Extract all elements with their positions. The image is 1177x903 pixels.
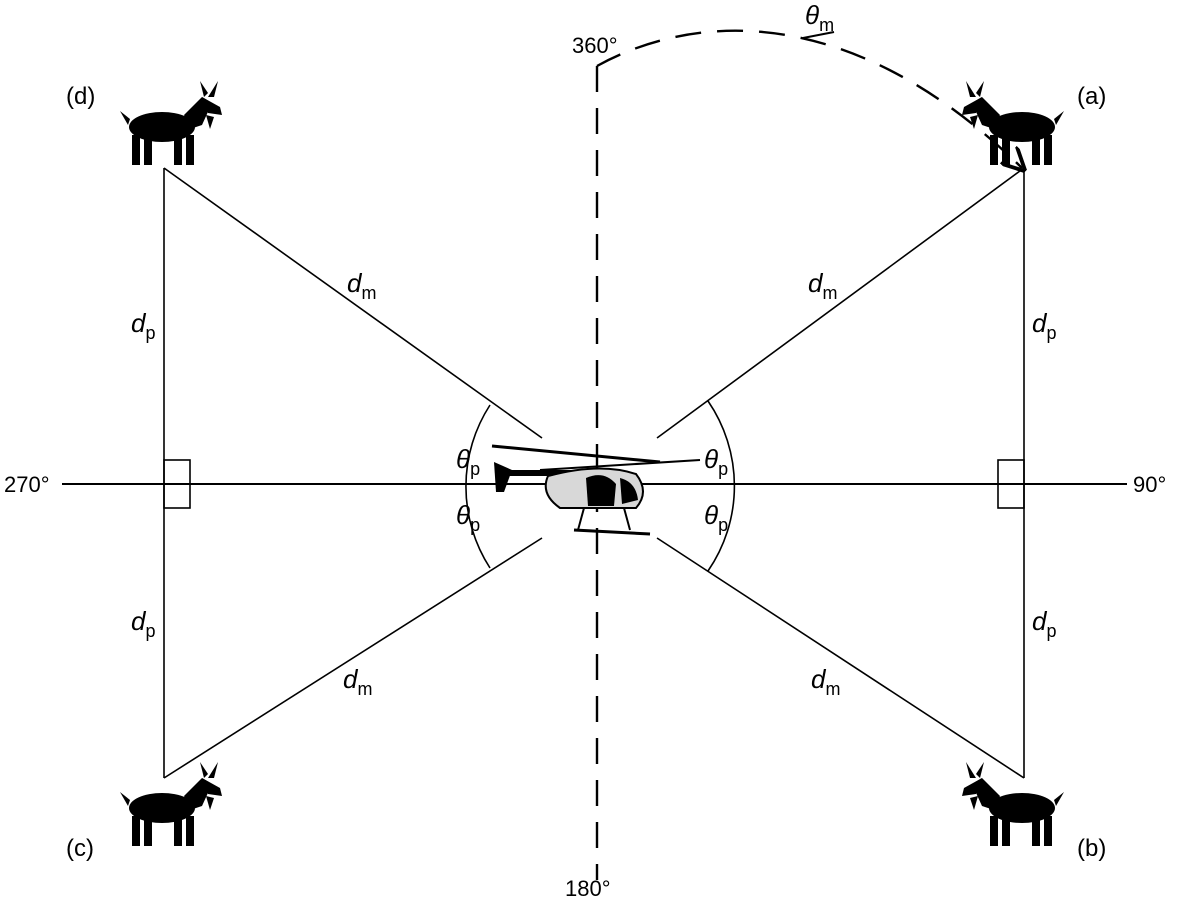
goat-icon-a <box>962 81 1064 165</box>
position-label-b: (b) <box>1077 835 1106 862</box>
dp-label-left-top: dp <box>131 308 155 343</box>
theta-m-arc <box>596 29 1022 168</box>
dm-label-d: dm <box>347 268 376 303</box>
right-angle-marker-left <box>163 459 191 509</box>
angle-label-270: 270° <box>4 472 50 497</box>
angle-label-90: 90° <box>1133 472 1166 497</box>
dp-label-left-bottom: dp <box>131 606 155 641</box>
goat-icon-c <box>120 762 222 846</box>
angle-label-360: 360° <box>572 33 618 58</box>
goat-icon-d <box>120 81 222 165</box>
dp-label-right-bottom: dp <box>1032 606 1056 641</box>
theta-p-label-left-bottom: θp <box>456 500 480 535</box>
angle-label-180: 180° <box>565 876 611 901</box>
dm-label-c: dm <box>343 664 372 699</box>
sight-line-b <box>656 537 1025 779</box>
sight-line-c <box>163 537 543 779</box>
position-label-d: (d) <box>66 83 95 110</box>
position-label-c: (c) <box>66 835 94 862</box>
theta-p-label-right-bottom: θp <box>704 500 728 535</box>
sight-line-d <box>163 167 543 439</box>
theta-p-arc-right <box>707 400 736 572</box>
goat-icon-b <box>962 762 1064 846</box>
dm-label-b: dm <box>811 664 840 699</box>
position-label-a: (a) <box>1077 83 1106 110</box>
sight-line-a <box>656 167 1025 439</box>
dp-label-right-top: dp <box>1032 308 1056 343</box>
theta-p-label-left-top: θp <box>456 444 480 479</box>
theta-p-label-right-top: θp <box>704 444 728 479</box>
theta-m-label: θm <box>805 0 834 35</box>
theta-m-underline <box>802 31 835 39</box>
theta-p-arc-left <box>465 404 491 569</box>
right-angle-marker-right <box>997 459 1025 509</box>
dm-label-a: dm <box>808 268 837 303</box>
helicopter-icon <box>491 444 701 536</box>
